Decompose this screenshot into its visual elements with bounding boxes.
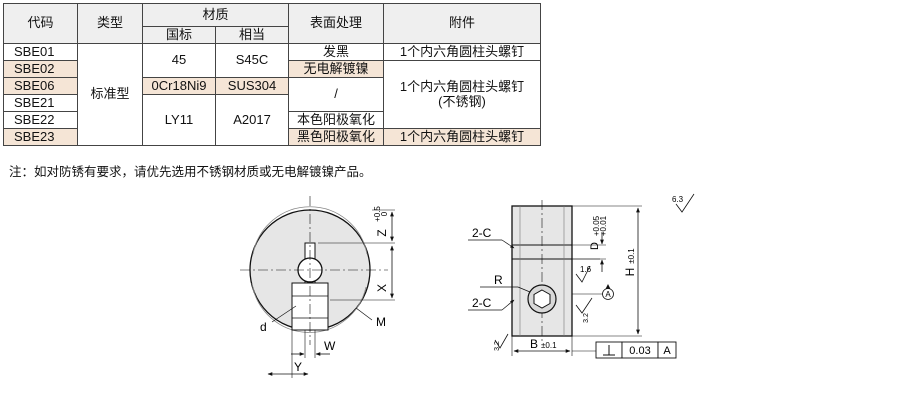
- header-material-eq: 相当: [215, 26, 289, 44]
- m-label: M: [376, 315, 386, 329]
- spec-table: 代码 类型 材质 表面处理 附件 国标 相当 SBE01 标准型 45 S45C…: [3, 3, 541, 146]
- leader-line: [501, 299, 515, 311]
- y-label: Y: [294, 360, 302, 374]
- material-eq-cell: S45C: [215, 43, 289, 78]
- datum-label: A: [605, 290, 611, 299]
- d-tolerance-lower: +0.01: [599, 215, 608, 236]
- header-material: 材质: [142, 3, 289, 27]
- roughness-symbol: [575, 265, 591, 283]
- leader-line: [517, 286, 531, 293]
- header-material-gb: 国标: [142, 26, 216, 44]
- chamfer-line: [252, 206, 368, 255]
- front-view: Z +0.5 0 X M d W Y: [240, 196, 395, 378]
- header-surface: 表面处理: [288, 3, 384, 44]
- roughness-32: 3.2: [494, 341, 501, 351]
- note-text: 注：如对防锈有要求，请优先选用不锈钢材质或无电解镀镍产品。: [9, 164, 372, 179]
- r-label: R: [494, 273, 503, 287]
- roughness-symbol: [675, 193, 695, 213]
- roughness-63: 6.3: [672, 195, 684, 204]
- d-label: d: [260, 320, 267, 334]
- h-tolerance: ±0.1: [627, 248, 636, 264]
- datum-circle: [602, 288, 614, 300]
- roughness-symbol: [494, 333, 509, 349]
- d-tolerance-upper: +0.05: [592, 215, 601, 236]
- header-code: 代码: [3, 3, 78, 44]
- leader-line: [501, 239, 515, 249]
- roughness-32: 3.2: [583, 313, 590, 323]
- code-cell: SBE23: [3, 128, 78, 146]
- type-cell: 标准型: [77, 43, 143, 146]
- z-tolerance-upper: +0.5: [373, 206, 382, 222]
- leader-line: [271, 305, 297, 323]
- surface-cell: 发黑: [288, 43, 384, 61]
- x-label: X: [375, 284, 389, 292]
- h-dim-label: H: [623, 268, 637, 277]
- c-lower-label: 2-C: [472, 296, 492, 310]
- chamfer-line: [251, 282, 367, 333]
- roughness-16: 1.6: [580, 265, 592, 274]
- z-label: Z: [375, 229, 389, 236]
- accessory-cell: 1个内六角圆柱头螺钉 (不锈钢): [383, 60, 541, 129]
- surface-cell: 无电解镀镍: [288, 60, 384, 78]
- fcf-datum-cell: [657, 341, 677, 359]
- overall-roughness: 6.3: [672, 193, 695, 213]
- header-accessory: 附件: [383, 3, 541, 44]
- hex-socket: [533, 289, 551, 309]
- side-view: 2-C R 2-C D +0.05 +0.01 H ±0.1 1.6 A: [468, 200, 677, 359]
- material-gb-cell: LY11: [142, 94, 216, 146]
- accessory-cell: 1个内六角圆柱头螺钉: [383, 128, 541, 146]
- surface-cell: 黑色阳极氧化: [288, 128, 384, 146]
- accessory-cell: 1个内六角圆柱头螺钉: [383, 43, 541, 61]
- surface-cell: /: [288, 77, 384, 112]
- accessory-line: 1个内六角圆柱头螺钉: [399, 78, 525, 94]
- b-dim-label: B: [530, 337, 538, 351]
- w-label: W: [324, 339, 336, 353]
- d-dim-label: D: [589, 242, 601, 250]
- material-gb-cell: 45: [142, 43, 216, 78]
- roughness-symbol: [575, 297, 593, 314]
- code-cell: SBE06: [3, 77, 78, 95]
- material-gb-cell: 0Cr18Ni9: [142, 77, 216, 95]
- b-tolerance: ±0.1: [541, 341, 557, 350]
- fcf-datum: A: [663, 345, 671, 357]
- code-cell: SBE02: [3, 60, 78, 78]
- c-upper-label: 2-C: [472, 226, 492, 240]
- code-cell: SBE01: [3, 43, 78, 61]
- leader-line: [355, 307, 373, 321]
- code-cell: SBE22: [3, 111, 78, 129]
- accessory-line: (不锈钢): [438, 93, 486, 109]
- fcf-tolerance: 0.03: [629, 345, 650, 357]
- z-tolerance-lower: 0: [380, 211, 389, 216]
